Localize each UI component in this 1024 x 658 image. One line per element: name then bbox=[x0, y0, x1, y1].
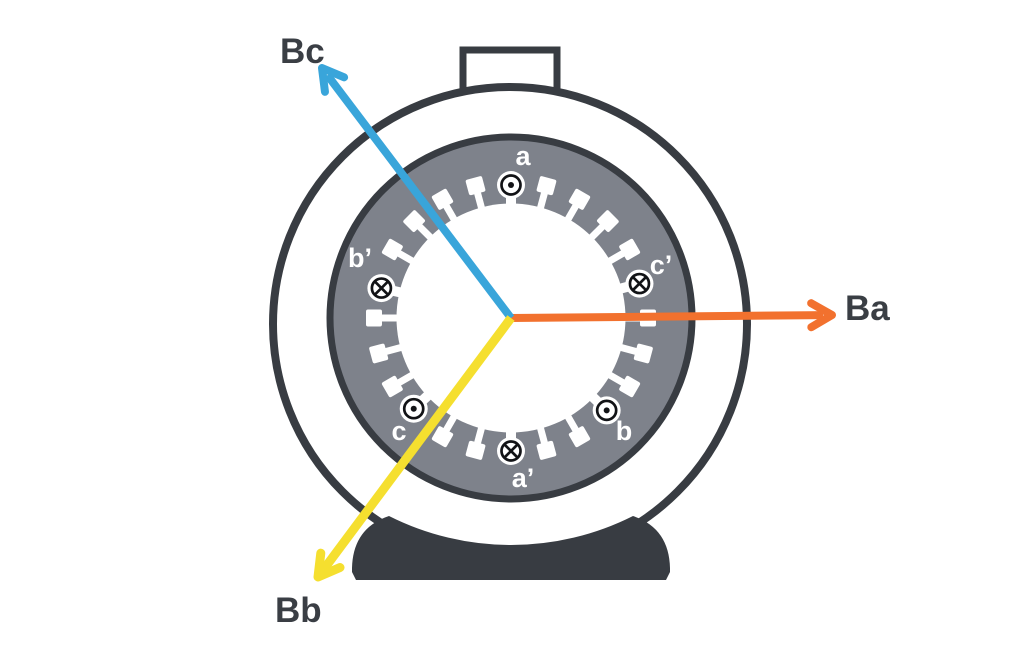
stator-slot bbox=[381, 372, 415, 398]
current-out-icon bbox=[595, 399, 618, 422]
winding-label-c: c bbox=[391, 416, 406, 446]
field-arrow-label-bc: Bc bbox=[280, 32, 325, 71]
stator-slot bbox=[431, 414, 457, 448]
winding-a-prime: a’ bbox=[497, 429, 535, 493]
stator-slot bbox=[431, 188, 457, 222]
stator-slot bbox=[565, 414, 591, 448]
machine-base bbox=[352, 516, 670, 580]
current-out-icon bbox=[500, 174, 522, 196]
field-arrow-ba: Ba bbox=[510, 289, 890, 332]
stator-slot bbox=[465, 176, 486, 210]
current-out-icon bbox=[402, 397, 425, 420]
field-arrow-bb: Bb bbox=[275, 315, 515, 630]
current-in-icon bbox=[500, 440, 522, 462]
stator-slot bbox=[589, 210, 619, 240]
winding-label-b-prime: b’ bbox=[348, 243, 372, 273]
stator-slot bbox=[465, 426, 486, 460]
stator-slot bbox=[366, 309, 398, 327]
current-in-icon bbox=[628, 272, 651, 295]
arrow-head bbox=[318, 64, 349, 96]
field-arrow-label-bb: Bb bbox=[275, 591, 322, 630]
winding-b-prime: b’ bbox=[348, 243, 404, 303]
field-arrow-label-ba: Ba bbox=[845, 289, 890, 328]
current-in-icon bbox=[370, 277, 393, 299]
field-arrow-bc: Bc bbox=[280, 32, 515, 321]
winding-b: b bbox=[587, 391, 633, 446]
stator-slot bbox=[536, 426, 557, 460]
stator-slot bbox=[607, 238, 641, 264]
winding-c-prime: c’ bbox=[617, 250, 672, 298]
stator-slot bbox=[607, 372, 641, 398]
winding-label-a: a bbox=[515, 141, 531, 171]
stator-slot bbox=[565, 188, 591, 222]
winding-a: a bbox=[497, 141, 531, 207]
winding-label-c-prime: c’ bbox=[650, 250, 673, 280]
stator-slot bbox=[381, 238, 415, 264]
stator-slot bbox=[536, 176, 557, 210]
winding-label-a-prime: a’ bbox=[512, 463, 535, 493]
arrow-shaft bbox=[319, 315, 515, 573]
arrow-shaft bbox=[510, 311, 824, 322]
stator-slot bbox=[403, 210, 433, 240]
winding-c: c bbox=[391, 390, 433, 446]
winding-label-b: b bbox=[616, 416, 633, 446]
arrow-head bbox=[807, 299, 836, 332]
stator-slot bbox=[369, 343, 403, 364]
arrow-head bbox=[313, 548, 345, 582]
stator-slot bbox=[619, 343, 653, 364]
arrow-shaft bbox=[324, 72, 515, 321]
